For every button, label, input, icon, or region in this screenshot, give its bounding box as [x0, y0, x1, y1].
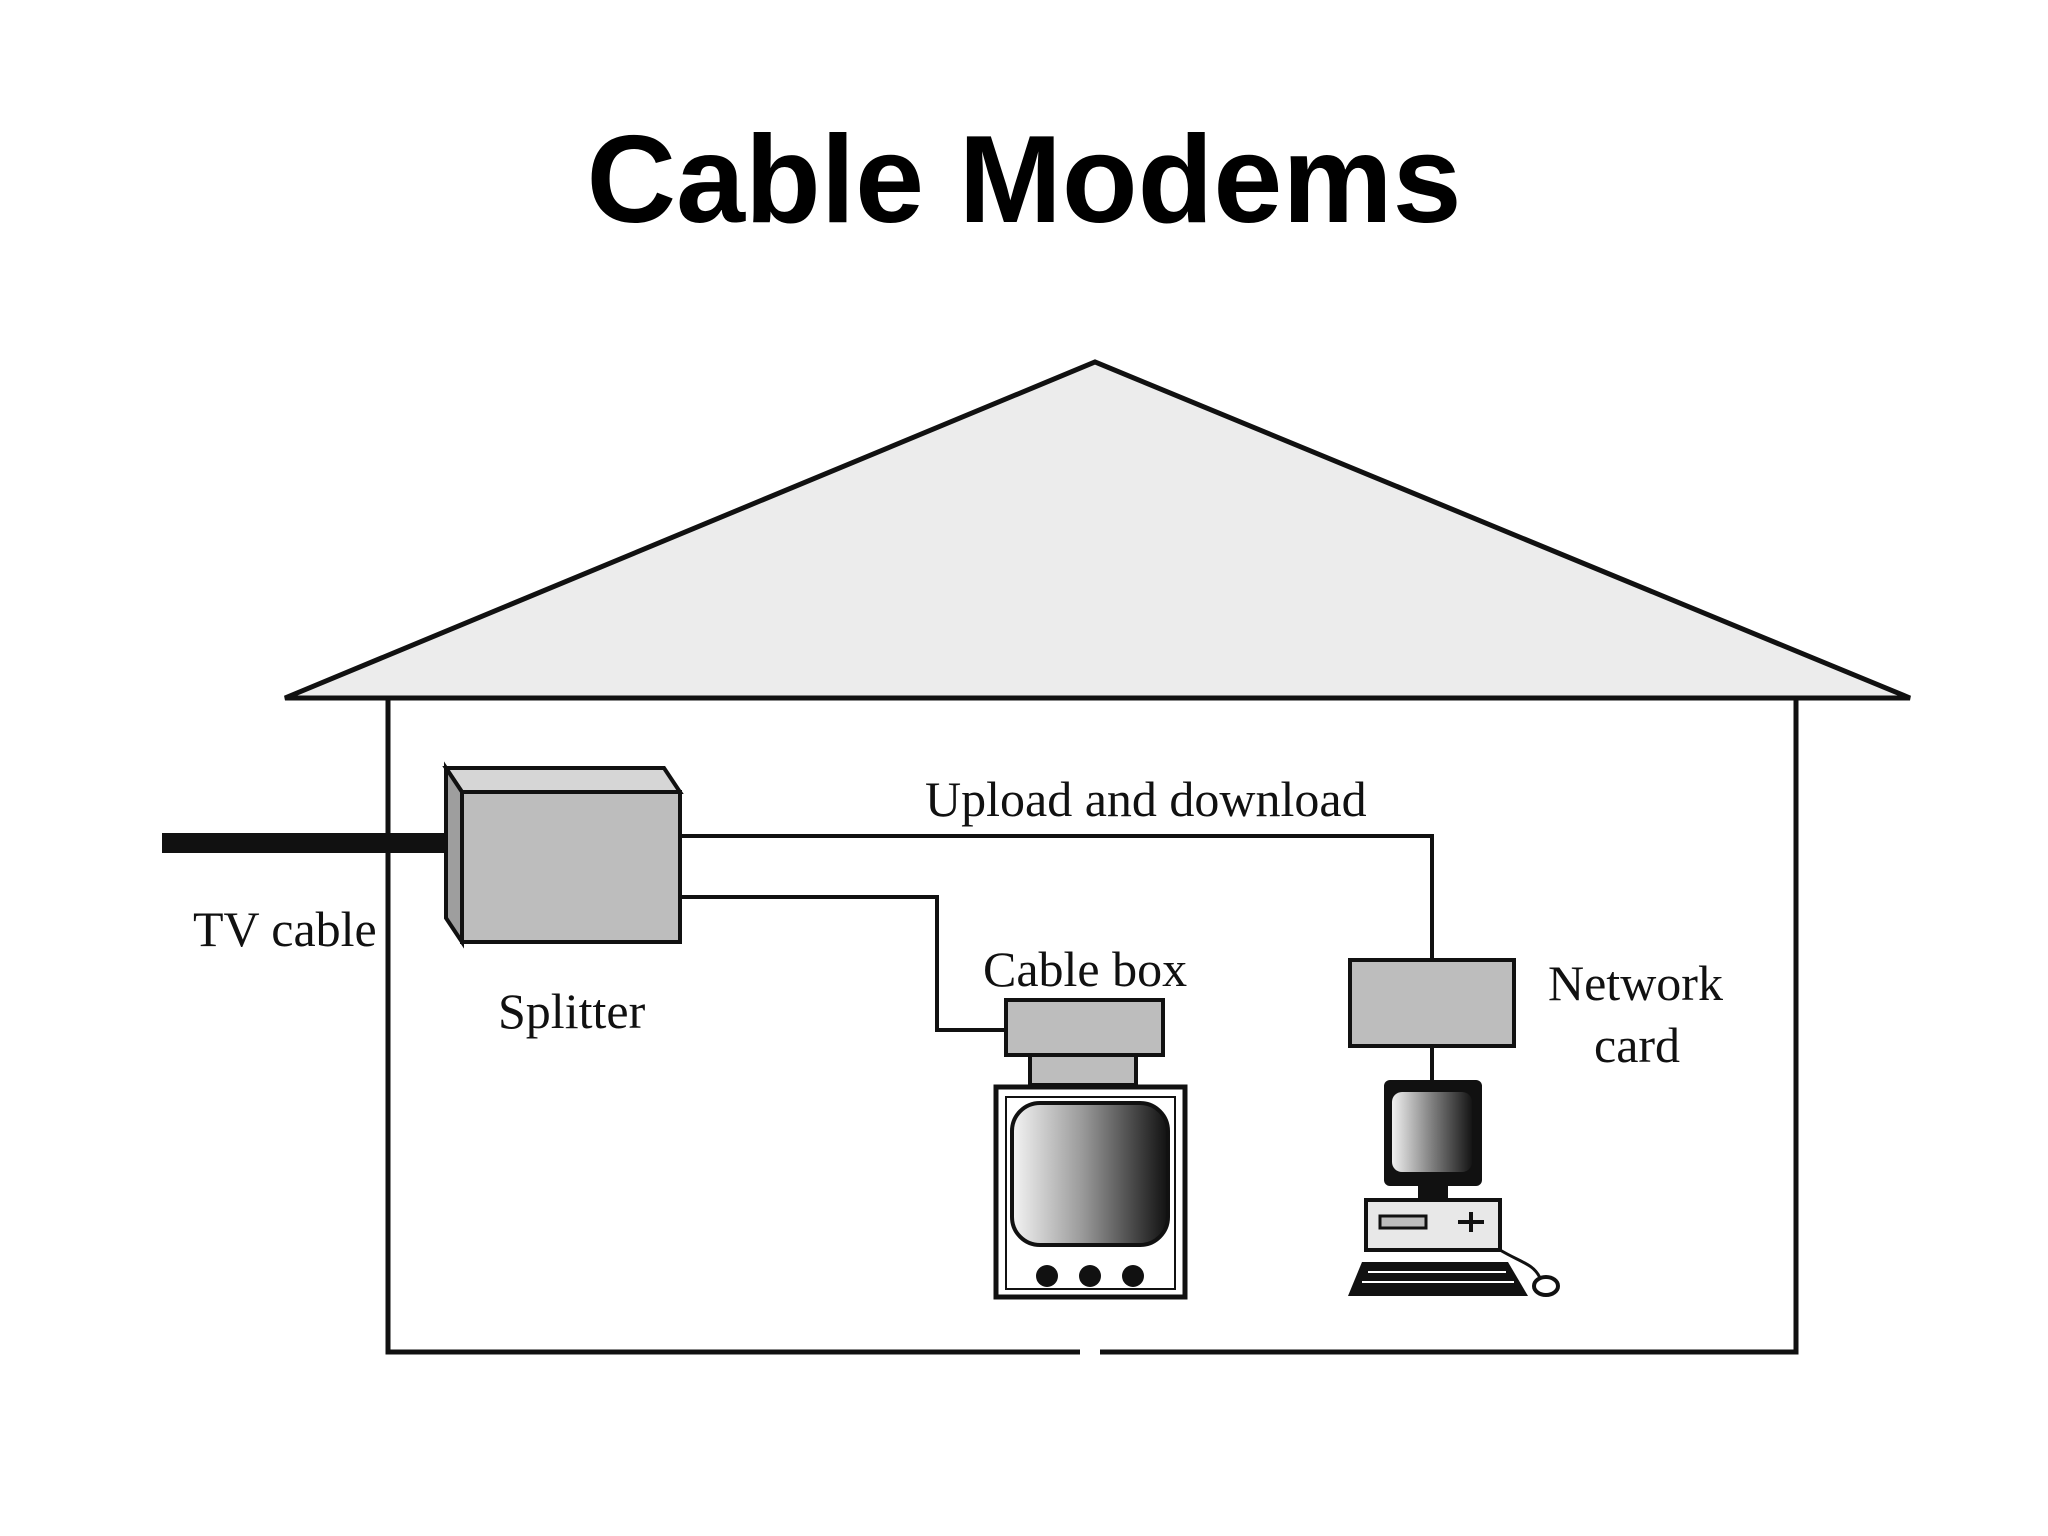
house-wall	[385, 700, 1080, 1355]
splitter-box	[442, 761, 684, 949]
upload-download-label: Upload and download	[925, 771, 1367, 827]
television	[993, 1084, 1188, 1300]
splitter-label: Splitter	[498, 983, 646, 1039]
upload-download-line	[680, 834, 1434, 958]
cable-box-line	[680, 895, 1006, 1032]
cable-box-label: Cable box	[983, 941, 1187, 997]
network-card-label-line2: card	[1594, 1017, 1680, 1073]
network-card	[1348, 958, 1516, 1048]
network-card-label-line1: Network	[1548, 955, 1723, 1011]
house-wall-right	[1100, 700, 1799, 1355]
tv-knob	[1122, 1265, 1144, 1287]
tv-cable-label: TV cable	[193, 901, 377, 957]
cable-box	[1004, 998, 1165, 1087]
page-title: Cable Modems	[586, 111, 1462, 249]
tv-cable	[162, 833, 457, 853]
tv-knob	[1036, 1265, 1058, 1287]
computer	[1348, 1080, 1560, 1297]
house-roof	[284, 359, 1911, 701]
tv-knob	[1079, 1265, 1101, 1287]
